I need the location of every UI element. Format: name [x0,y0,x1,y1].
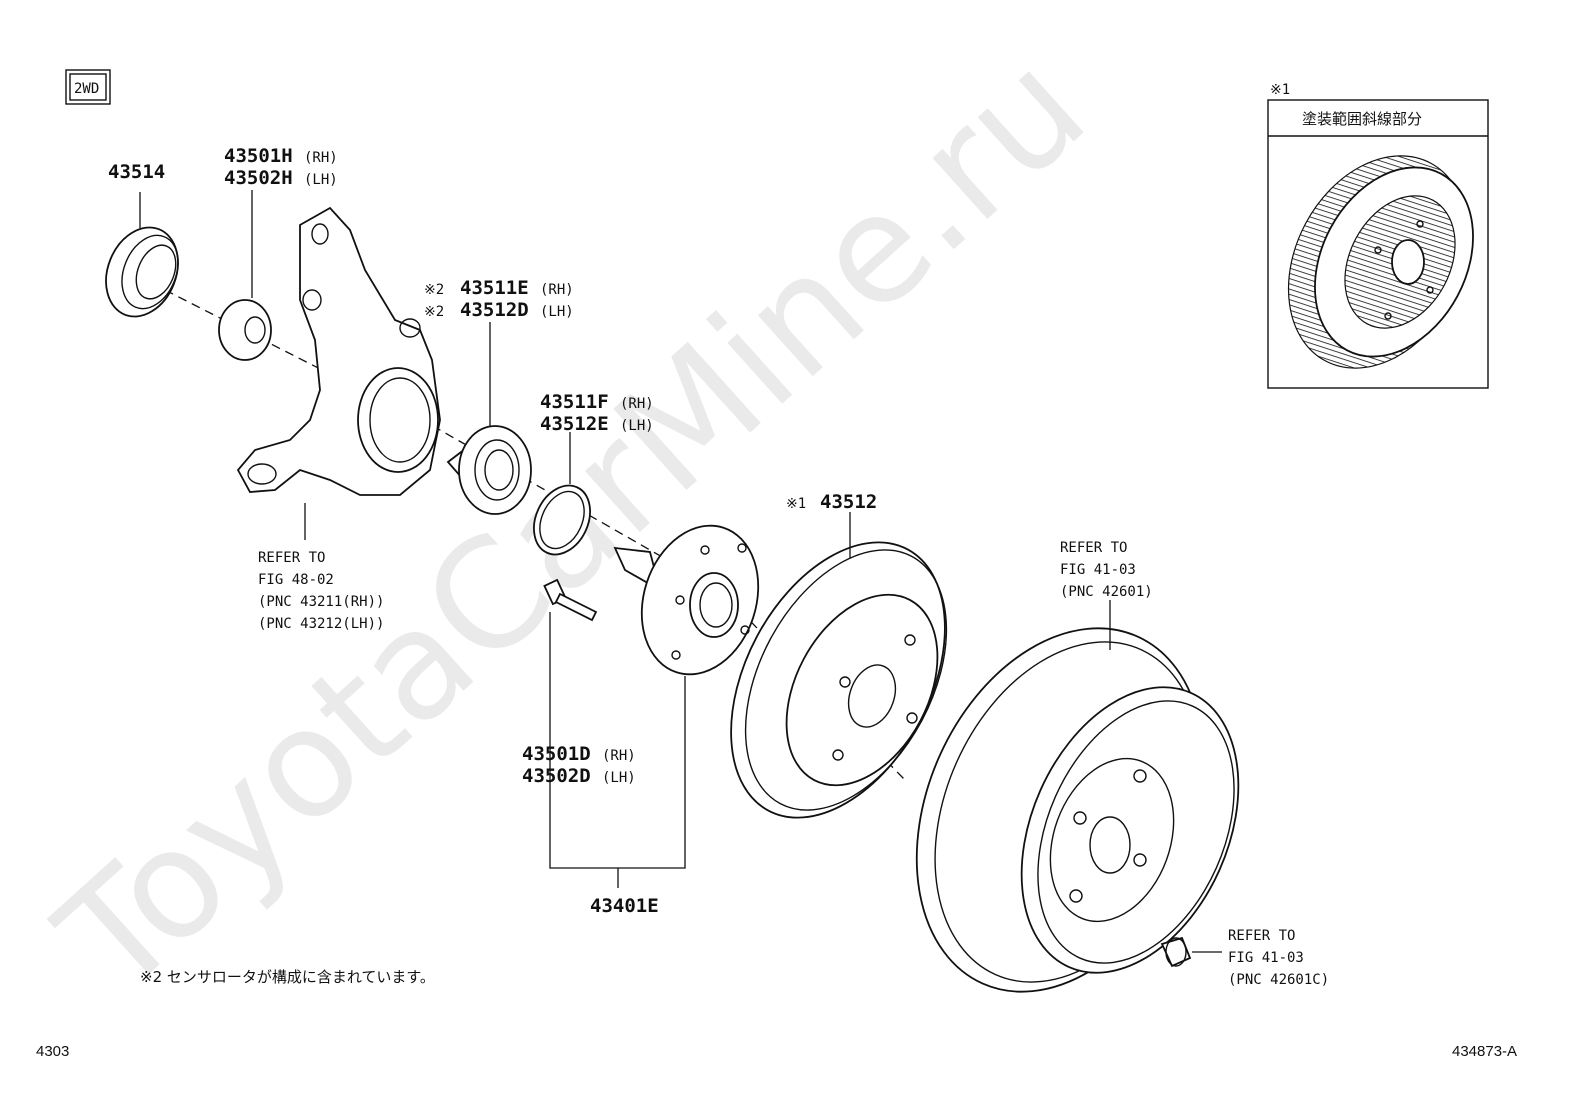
label-43512d-mark: ※2 [424,304,444,320]
hub-bearing-43511e [446,322,532,515]
ref-knuckle-line2: FIG 48-02 [258,572,334,588]
badge-2wd: 2WD [65,69,111,105]
label-43502h-side: (LH) [304,172,338,188]
label-43501d: 43501D [522,743,591,765]
footer-fig-number: 4303 [36,1043,69,1060]
snap-ring-43511f [533,432,591,556]
disc-wheel [915,600,1240,993]
ref-knuckle-line3: (PNC 43211(RH)) [258,594,384,610]
badge-label: 2WD [74,81,99,97]
hub-nut [1160,936,1222,968]
axle-hub-43401e [613,524,760,676]
label-43502d: 43502D [522,765,591,787]
knuckle-spacer [218,190,272,361]
hub-bolt [543,578,598,622]
label-43401e: 43401E [590,895,659,917]
label-43511e-side: (RH) [540,282,574,298]
ref-nut-line1: REFER TO [1228,928,1295,944]
steering-knuckle [236,206,441,540]
ref-wheel-line1: REFER TO [1060,540,1127,556]
note-mark2: ※2 センサロータが構成に含まれています。 [140,968,435,986]
label-43511e: 43511E [460,277,529,299]
label-43512d: 43512D [460,299,529,321]
ref-knuckle-line1: REFER TO [258,550,325,566]
label-43512d-side: (LH) [540,304,574,320]
inset-mark: ※1 [1270,82,1290,98]
label-43501h: 43501H [224,145,293,167]
ref-knuckle-line4: (PNC 43212(LH)) [258,616,384,632]
label-43512e: 43512E [540,413,609,435]
label-43511f-side: (RH) [620,396,654,412]
label-43501d-side: (RH) [602,748,636,764]
label-43514: 43514 [108,161,165,183]
label-43511e-mark: ※2 [424,282,444,298]
label-43512e-side: (LH) [620,418,654,434]
inset-painted-area: ※1 塗装範囲斜線部分 [1267,82,1489,389]
ref-wheel-line2: FIG 41-03 [1060,562,1136,578]
label-43502d-side: (LH) [602,770,636,786]
ref-nut-line3: (PNC 42601C) [1228,972,1329,988]
label-43512-mark: ※1 [786,496,806,512]
footer-illustration-id: 434873-A [1452,1043,1517,1060]
oil-seal-43514 [105,192,179,318]
label-43501h-side: (RH) [304,150,338,166]
label-43502h: 43502H [224,167,293,189]
ref-wheel-line3: (PNC 42601) [1060,584,1153,600]
label-43512: 43512 [820,491,877,513]
ref-nut-line2: FIG 41-03 [1228,950,1304,966]
inset-caption: 塗装範囲斜線部分 [1302,110,1422,128]
brake-rotor-43512 [730,512,948,819]
label-43511f: 43511F [540,391,609,413]
